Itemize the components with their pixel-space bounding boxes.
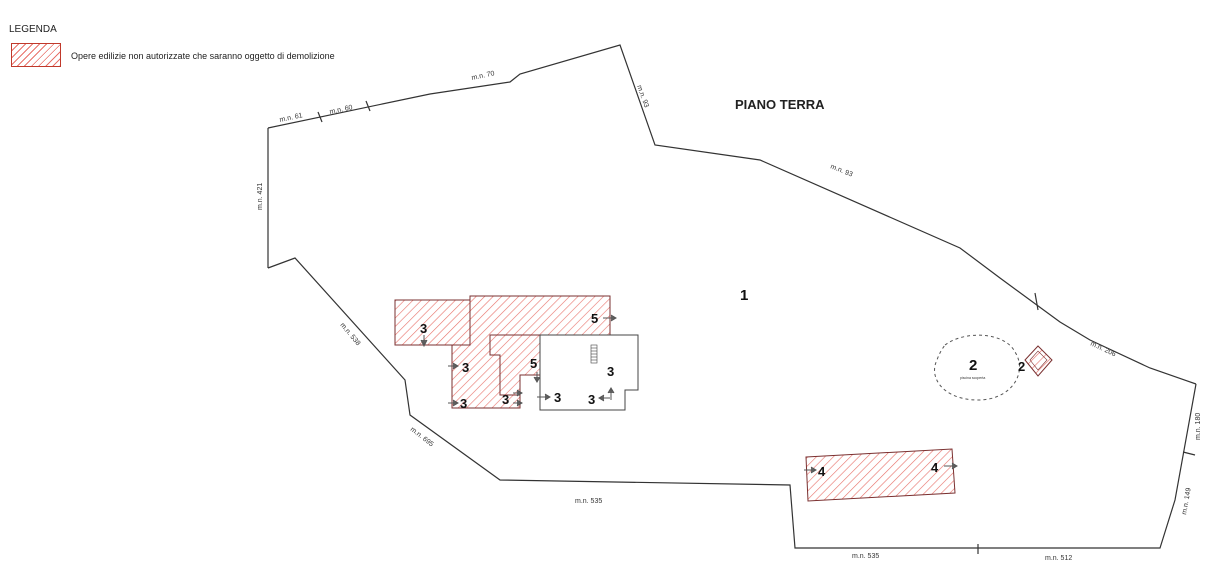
view-label-3-e: 3: [554, 390, 561, 405]
view-label-5-b: 5: [591, 311, 598, 326]
parcel-label-mn512: m.n. 512: [1045, 555, 1072, 562]
view-label-5-a: 5: [530, 356, 537, 371]
legend-title: LEGENDA: [9, 24, 57, 35]
area-label-1: 1: [740, 287, 748, 304]
parcel-label-mn180: m.n. 180: [1195, 413, 1202, 440]
area-label-2-pool: 2: [969, 357, 977, 374]
unauthorized-building-south: [805, 448, 956, 502]
parcel-label-mn70: m.n. 70: [471, 70, 495, 82]
boundary-tick: [317, 111, 323, 123]
boundary-tick: [1034, 292, 1039, 311]
legend-item-text: Opere edilizie non autorizzate che saran…: [71, 51, 335, 61]
parcel-label-mn535-west: m.n. 535: [575, 498, 602, 505]
pool-caption: piscina scoperta: [960, 376, 985, 380]
view-label-3-c: 3: [460, 396, 467, 411]
view-label-3-a: 3: [420, 321, 427, 336]
parcel-label-mn535-south: m.n. 535: [852, 553, 879, 560]
view-label-3-g: 3: [607, 364, 614, 379]
parcel-label-mn93-vertical: m.n. 93: [635, 84, 650, 108]
parcel-label-mn93: m.n. 93: [829, 163, 853, 178]
boundary-tick: [1182, 451, 1196, 456]
stair-symbol: [590, 344, 598, 364]
plan-title: PIANO TERRA: [735, 97, 825, 112]
parcel-label-mn61: m.n. 61: [279, 112, 303, 124]
legend-hatch-swatch: [11, 43, 61, 67]
view-arrow-4-b: [944, 462, 958, 470]
lot-boundary-north: [267, 44, 1197, 385]
area-label-2-shed: 2: [1018, 359, 1025, 374]
view-label-4-b: 4: [931, 460, 939, 475]
boundary-tick: [365, 100, 371, 112]
parcel-label-mn149: m.n. 149: [1181, 487, 1193, 515]
view-label-4-a: 4: [818, 464, 826, 479]
unauthorized-shed: [1024, 345, 1053, 377]
parcel-label-mn538: m.n. 538: [338, 322, 361, 347]
view-label-3-b: 3: [462, 360, 469, 375]
view-arrow-4-a: [804, 466, 817, 474]
unauthorized-building-west: [394, 299, 471, 346]
view-label-3-f: 3: [588, 392, 595, 407]
parcel-label-mn421: m.n. 421: [257, 183, 264, 210]
lot-boundary-southwest: [267, 257, 1197, 549]
pool-outline: [934, 334, 1020, 401]
parcel-label-mn206: m.n. 206: [1089, 340, 1117, 358]
view-arrows: [420, 314, 617, 407]
view-label-3-d: 3: [502, 392, 509, 407]
parcel-label-mn60: m.n. 60: [329, 104, 353, 116]
